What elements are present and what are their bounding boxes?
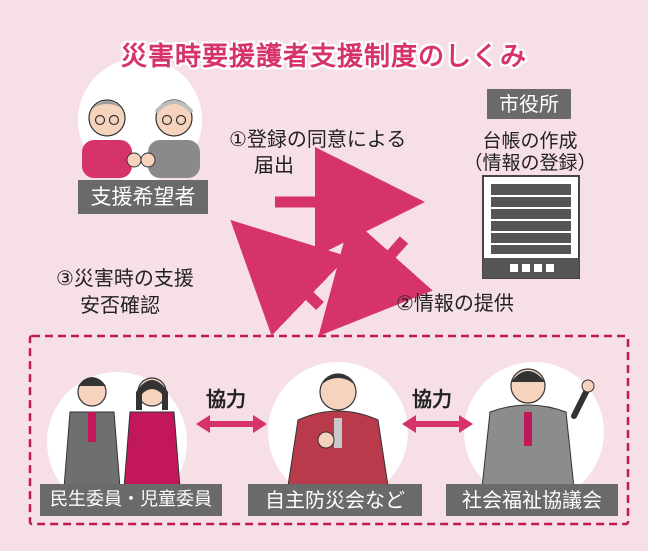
arrow-step2 [318,217,433,337]
step3-label-line2: 安否確認 [80,293,160,317]
city-hall-building-icon [482,175,580,279]
welfare-council-label: 社会福祉協議会 [446,484,618,516]
commissioners-label: 民生委員・児童委員 [40,484,222,516]
cooperation-arrow-right [402,415,473,433]
commissioners-icon [63,377,181,489]
requester-label: 支援希望者 [78,180,208,214]
welfare-council-person-icon [481,368,595,489]
arrow-step3 [230,219,348,336]
step2-label: ②情報の提供 [396,291,514,315]
disaster-org-person-icon [287,373,389,487]
ledger-line2: （情報の登録） [463,152,597,174]
step3-label-line1: ③災害時の支援 [56,266,194,290]
diagram-title: 災害時要援護者支援制度のしくみ [120,42,528,72]
ledger-line1: 台帳の作成 [482,130,578,152]
step1-label-line1: ①登録の同意による [229,127,407,151]
cooperation-arrow-left [196,415,267,433]
elderly-couple-icon [82,99,200,178]
disaster-org-label: 自主防災会など [248,484,422,516]
city-hall-label: 市役所 [487,89,571,119]
community-region-border [28,334,630,526]
cooperation-label-right: 協力 [412,387,452,411]
cooperation-label-left: 協力 [206,387,246,411]
step1-label-line2: 届出 [254,153,294,177]
